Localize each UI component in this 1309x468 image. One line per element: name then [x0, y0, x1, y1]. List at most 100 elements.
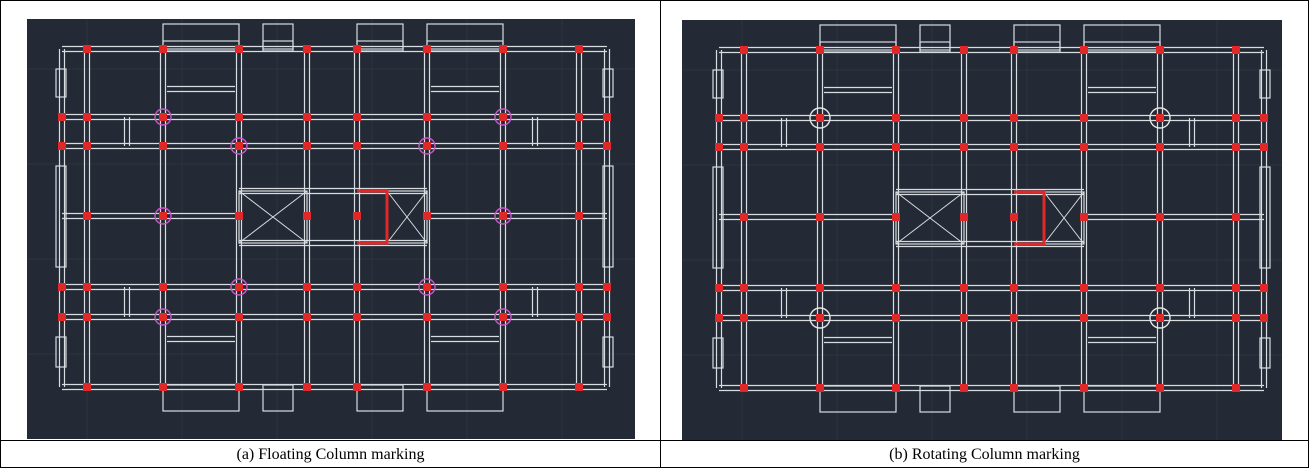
column-marker: [1156, 384, 1164, 392]
column-marker: [575, 212, 583, 220]
column-marker: [303, 283, 311, 291]
column-marker: [423, 212, 431, 220]
column-marker: [499, 142, 507, 150]
bay-top: [162, 23, 240, 50]
bay-side: [712, 166, 724, 269]
column-marker: [159, 142, 167, 150]
column-marker: [740, 213, 748, 221]
column-marker: [1010, 314, 1018, 322]
column-marker: [816, 114, 824, 122]
bay-top: [919, 24, 951, 51]
column-marker: [575, 113, 583, 121]
caption-rotating-column: (b) Rotating Column marking: [889, 445, 1080, 463]
column-marker: [575, 383, 583, 391]
column-marker: [740, 284, 748, 292]
bay-top: [356, 23, 404, 50]
column-marker: [575, 45, 583, 53]
bay-bottom: [426, 384, 504, 412]
column-marker: [303, 313, 311, 321]
column-marker: [303, 142, 311, 150]
column-marker: [423, 383, 431, 391]
column-marker: [740, 143, 748, 151]
bay-top: [262, 23, 294, 50]
bay-side: [602, 165, 614, 268]
column-marker: [83, 212, 91, 220]
column-marker: [58, 283, 66, 291]
column-marker: [353, 45, 361, 53]
column-marker: [58, 142, 66, 150]
column-marker: [740, 114, 748, 122]
column-marker: [499, 313, 507, 321]
column-marker: [1156, 314, 1164, 322]
column-marker: [1080, 143, 1088, 151]
table-divider-vertical: [660, 0, 661, 468]
column-marker: [353, 383, 361, 391]
column-marker: [235, 212, 243, 220]
column-marker: [1232, 213, 1240, 221]
column-marker: [499, 283, 507, 291]
column-marker: [83, 113, 91, 121]
bay-bottom: [1013, 385, 1061, 413]
lift-core-cross: [1043, 191, 1085, 245]
special-column-circle: [494, 207, 512, 225]
bay-side: [712, 69, 724, 99]
column-marker: [892, 114, 900, 122]
column-marker: [575, 283, 583, 291]
bay-top: [426, 23, 504, 50]
column-marker: [423, 283, 431, 291]
special-column-circle: [494, 108, 512, 126]
column-marker: [235, 383, 243, 391]
column-marker: [1260, 284, 1268, 292]
column-marker: [1080, 284, 1088, 292]
column-marker: [353, 113, 361, 121]
table-divider-horizontal: [0, 440, 1309, 441]
column-marker: [960, 284, 968, 292]
column-marker: [1232, 114, 1240, 122]
column-marker: [83, 142, 91, 150]
column-marker: [159, 313, 167, 321]
column-marker: [1080, 46, 1088, 54]
column-marker: [1080, 314, 1088, 322]
column-marker: [83, 313, 91, 321]
column-marker: [1232, 284, 1240, 292]
bay-bottom: [819, 385, 897, 413]
column-marker: [235, 113, 243, 121]
column-marker: [1260, 143, 1268, 151]
column-marker: [603, 313, 611, 321]
column-marker: [960, 384, 968, 392]
column-marker: [740, 46, 748, 54]
column-marker: [603, 283, 611, 291]
special-column-circle: [494, 308, 512, 326]
column-marker: [423, 313, 431, 321]
lift-core-cross: [386, 190, 428, 244]
column-marker: [603, 113, 611, 121]
column-marker: [83, 45, 91, 53]
column-marker: [960, 46, 968, 54]
column-marker: [603, 142, 611, 150]
drawing-canvas: [682, 20, 1282, 440]
column-marker: [1156, 284, 1164, 292]
column-marker: [1232, 384, 1240, 392]
column-marker: [303, 113, 311, 121]
special-column-circle: [154, 108, 172, 126]
floor-plan-floating-columns: [27, 19, 635, 439]
table-border-left: [0, 0, 1, 468]
column-marker: [715, 143, 723, 151]
column-marker: [892, 46, 900, 54]
column-marker: [892, 213, 900, 221]
bay-side: [55, 165, 67, 268]
column-marker: [353, 313, 361, 321]
column-marker: [1010, 46, 1018, 54]
column-marker: [423, 113, 431, 121]
column-marker: [960, 143, 968, 151]
column-marker: [816, 384, 824, 392]
column-marker: [740, 384, 748, 392]
column-marker: [83, 283, 91, 291]
column-marker: [816, 46, 824, 54]
bay-side: [602, 68, 614, 98]
column-marker: [1010, 114, 1018, 122]
column-marker: [303, 212, 311, 220]
bay-bottom: [356, 384, 404, 412]
column-marker: [816, 213, 824, 221]
column-marker: [58, 113, 66, 121]
